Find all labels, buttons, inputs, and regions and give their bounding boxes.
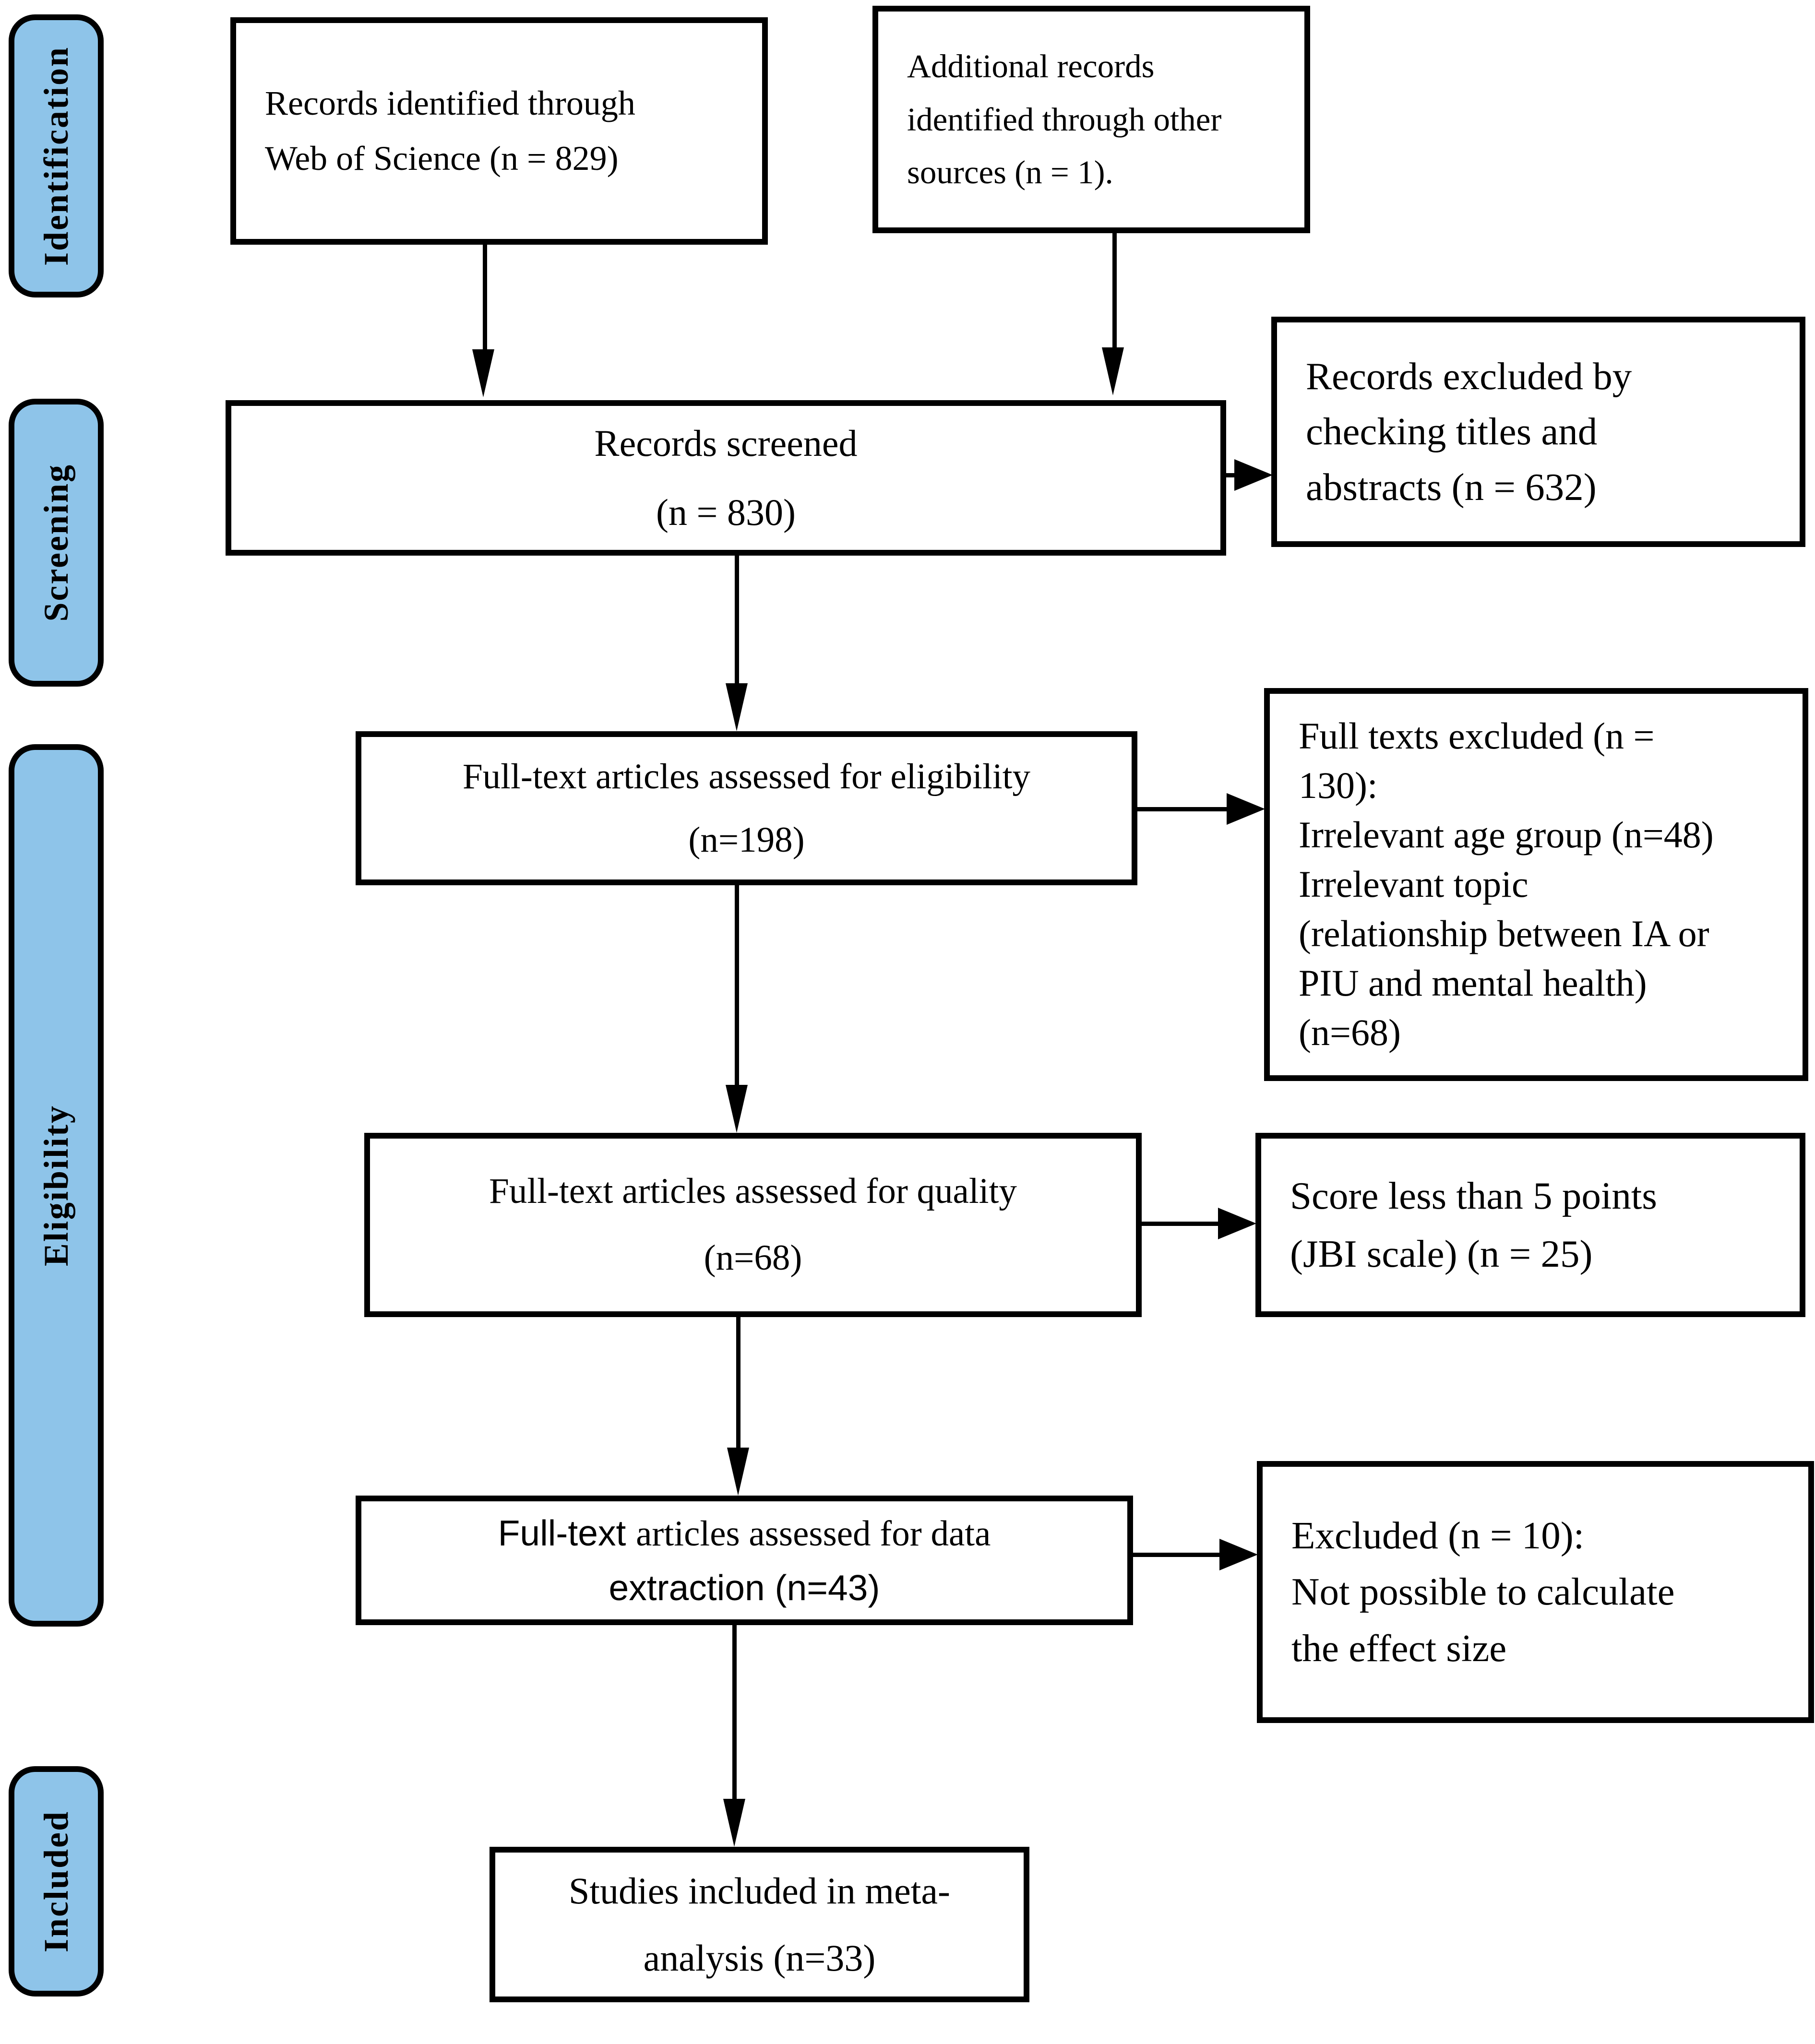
- arrow-down-icon: [1102, 347, 1124, 395]
- arrow-down-icon: [472, 349, 494, 397]
- box-text-line: the effect size: [1291, 1626, 1507, 1670]
- box-text-line: (relationship between IA or: [1299, 912, 1709, 954]
- arrow-data-extraction-to-excluded-line: [1133, 1553, 1222, 1557]
- box-text-line: PIU and mental health): [1299, 962, 1647, 1004]
- box-text-line: Full-text articles assessed for data: [498, 1506, 991, 1561]
- stage-badge-identification: Identification: [9, 14, 104, 297]
- box-excluded-effect-size: Excluded (n = 10): Not possible to calcu…: [1257, 1461, 1814, 1723]
- box-text-line: abstracts (n = 632): [1306, 465, 1597, 509]
- box-text-line: Records identified through: [265, 83, 635, 122]
- box-text-line: Records screened: [594, 422, 858, 464]
- box-text-line: (JBI scale) (n = 25): [1290, 1232, 1593, 1275]
- box-text-line: Full-text articles assessed for quality: [489, 1171, 1017, 1212]
- box-text-line: (n=68): [1299, 1011, 1401, 1053]
- box-fulltexts-excluded: Full texts excluded (n = 130): Irrelevan…: [1264, 688, 1808, 1081]
- arrow-additional-to-screened-line: [1112, 233, 1117, 353]
- box-text-line: extraction (n=43): [609, 1568, 880, 1608]
- box-text-line: Web of Science (n = 829): [265, 139, 619, 178]
- arrow-eligibility-to-fulltexts-excluded-line: [1137, 807, 1229, 811]
- box-text-line: Records excluded by: [1306, 355, 1632, 398]
- box-text-line: identified through other: [907, 101, 1222, 138]
- stage-label-included: Included: [36, 1810, 75, 1953]
- arrow-quality-to-data-extraction-line: [736, 1317, 740, 1449]
- arrow-identified-to-screened-line: [483, 245, 487, 355]
- stage-label-screening: Screening: [36, 463, 75, 622]
- box-text-line: analysis (n=33): [643, 1937, 876, 1979]
- stage-badge-eligibility: Eligibility: [9, 744, 104, 1627]
- box-records-identified: Records identified through Web of Scienc…: [230, 17, 768, 245]
- box-text-segment: articles assessed for data: [636, 1513, 991, 1554]
- arrow-data-extraction-to-included-line: [732, 1625, 737, 1800]
- stage-badge-included: Included: [9, 1766, 104, 1996]
- box-text-line: sources (n = 1).: [907, 154, 1113, 191]
- box-fulltext-data-extraction: Full-text articles assessed for data ext…: [356, 1496, 1133, 1625]
- arrow-eligibility-to-quality-line: [735, 885, 739, 1087]
- box-text-line: (n=198): [688, 820, 805, 860]
- box-score-less-than-5: Score less than 5 points (JBI scale) (n …: [1255, 1133, 1805, 1317]
- arrow-screened-to-excluded-line: [1226, 473, 1238, 477]
- arrow-right-icon: [1227, 793, 1265, 825]
- arrow-right-icon: [1234, 459, 1273, 491]
- arrow-down-icon: [726, 1085, 748, 1133]
- arrow-screened-to-eligibility-line: [735, 556, 739, 686]
- box-records-excluded: Records excluded by checking titles and …: [1271, 317, 1805, 547]
- arrow-down-icon: [726, 683, 748, 731]
- arrow-down-icon: [727, 1448, 749, 1496]
- arrow-right-icon: [1218, 1208, 1256, 1239]
- arrow-quality-to-score-line: [1142, 1222, 1221, 1226]
- box-text-line: Not possible to calculate: [1291, 1570, 1675, 1614]
- box-text-line: Studies included in meta-: [568, 1869, 950, 1912]
- box-fulltext-quality: Full-text articles assessed for quality …: [364, 1133, 1142, 1317]
- box-fulltext-eligibility: Full-text articles assessed for eligibil…: [356, 731, 1137, 885]
- box-text-line: Full texts excluded (n =: [1299, 715, 1655, 757]
- box-text-line: Full-text articles assessed for eligibil…: [462, 757, 1031, 797]
- stage-label-identification: Identification: [36, 46, 75, 266]
- box-text-line: Irrelevant topic: [1299, 863, 1528, 905]
- box-text-line: 130):: [1299, 764, 1378, 807]
- box-studies-included: Studies included in meta- analysis (n=33…: [490, 1847, 1029, 2002]
- box-text-line: Additional records: [907, 48, 1155, 85]
- arrow-down-icon: [723, 1799, 745, 1847]
- box-text-line: Irrelevant age group (n=48): [1299, 814, 1714, 856]
- stage-badge-screening: Screening: [9, 399, 104, 687]
- box-text-line: Score less than 5 points: [1290, 1174, 1657, 1217]
- box-text-line: Excluded (n = 10):: [1291, 1513, 1585, 1557]
- box-text-segment: Full-text: [498, 1512, 636, 1553]
- arrow-right-icon: [1219, 1539, 1258, 1570]
- box-text-line: (n = 830): [656, 491, 796, 533]
- box-text-line: (n=68): [704, 1238, 802, 1278]
- box-additional-records: Additional records identified through ot…: [872, 6, 1310, 233]
- box-records-screened: Records screened (n = 830): [226, 400, 1226, 556]
- stage-label-eligibility: Eligibility: [36, 1104, 75, 1267]
- box-text-line: checking titles and: [1306, 410, 1598, 453]
